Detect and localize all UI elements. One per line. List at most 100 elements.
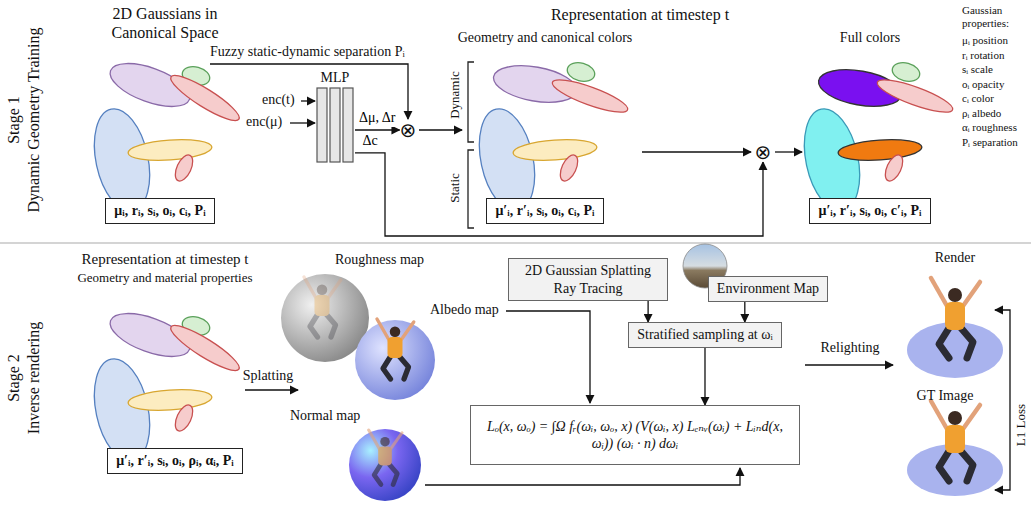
text-label: Fuzzy static-dynamic separation Pᵢ [210,44,405,61]
mlp-layers [315,87,355,163]
text-label: Inverse rendering [24,322,43,434]
static-gaussians [512,137,597,163]
process-box: 2D Gaussian Splatting Ray Tracing [508,258,668,301]
connector [647,301,648,322]
text-label: Full colors [840,30,900,47]
flow-arrow [642,151,751,152]
text-label: αᵢ roughness [962,121,1017,134]
process-box: Environment Map [708,276,828,302]
text-label: Representation at timestep t [551,5,729,24]
dynamic-gaussians [549,74,630,118]
flow-arrow [995,310,1010,490]
full-color-gaussians [882,152,907,183]
dynamic-gaussians [491,60,631,118]
canonical-gaussians [86,55,244,217]
text-label: Roughness map [335,252,424,269]
equation-box: Lₒ(x, ωₒ) = ∫Ω fᵣ(ωᵢ, ωₒ, x) (V(ωᵢ, x) L… [470,405,800,465]
multiply-symbol: ⊗ [755,142,772,162]
roughness-sphere [281,274,369,362]
gt-image [931,401,980,481]
param-box: μᵢ, rᵢ, sᵢ, oᵢ, cᵢ, Pᵢ [105,198,214,224]
text-label: enc(μ) [246,114,282,131]
text-label: μᵢ position [962,34,1008,47]
albedo-sphere [355,320,435,400]
text-label: Gaussian properties: [962,4,1028,30]
text-label: Splatting [243,368,294,385]
text-label: Stage 1 [4,96,23,144]
stage2-gaussians [166,319,243,377]
normal-sphere [349,429,421,501]
node-text: μ′ᵢ, r′ᵢ, sᵢ, oᵢ, c′ᵢ, Pᵢ [818,202,921,220]
normal-sphere [369,430,402,484]
bracket [468,150,474,228]
text-label: Relighting [820,340,879,357]
flow-arrow [775,151,802,152]
render-image [907,278,1003,378]
text-label: Geometry and material properties [77,270,252,286]
canonical-gaussians [166,69,243,127]
mlp-layer [317,88,327,162]
stage-separator [0,242,1031,243]
node-text: μ′ᵢ, r′ᵢ, sᵢ, oᵢ, ρᵢ, αᵢ, Pᵢ [116,452,234,470]
param-box: μ′ᵢ, r′ᵢ, sᵢ, oᵢ, cᵢ, Pᵢ [486,198,603,224]
connector [744,302,745,323]
stage2-gaussians [172,402,197,433]
process-box: Stratified sampling at ωᵢ [628,322,782,348]
bracket [468,62,474,228]
param-box: μ′ᵢ, r′ᵢ, sᵢ, oᵢ, c′ᵢ, Pᵢ [809,198,930,224]
text-label: rᵢ rotation [962,49,1004,62]
roughness-sphere [281,274,369,362]
flow-arrow [210,64,1010,490]
gt-image [907,401,1003,496]
flow-arrow [301,100,315,101]
connector [355,129,400,130]
text-label: Render [935,250,975,267]
text-label: oᵢ opacity [962,78,1004,91]
text-label: Albedo map [430,302,499,319]
bracket [468,62,474,142]
mlp-layer [343,88,353,162]
text-label: Static [447,173,463,203]
flow-arrow [425,468,740,485]
canonical-gaussians [172,152,197,183]
normal-sphere [349,429,421,501]
node-text: 2D Gaussian Splatting Ray Tracing [517,262,659,297]
text-label: ρᵢ albedo [962,107,1001,120]
full-color-gaussians [874,74,955,118]
albedo-sphere [355,319,435,400]
full-color-gaussians [796,60,956,217]
connector [704,348,705,406]
node-text: ⊗ [400,120,417,140]
node-text: Environment Map [717,280,819,298]
text-label: Pᵢ separation [962,136,1018,149]
stage2-gaussians [127,387,212,413]
node-text: Stratified sampling at ωᵢ [637,326,773,344]
render-image [907,322,1003,378]
text-label: GT Image [917,388,974,405]
flow-arrow [506,311,590,403]
text-label: cᵢ color [962,92,994,105]
flow-arrow [245,389,298,390]
node-text: μᵢ, rᵢ, sᵢ, oᵢ, cᵢ, Pᵢ [114,202,205,220]
stage2-gaussians [86,305,244,467]
text-label: Stage 2 [4,354,23,402]
edge-label: Δμ, Δr [357,110,397,127]
flow-arrow [290,122,315,123]
text-label: L1 Loss [1013,404,1029,446]
albedo-sphere [377,319,414,379]
text-label: Dynamic Geometry Training [24,28,43,213]
text-label: sᵢ scale [962,63,993,76]
text-label: enc(t) [262,92,295,109]
text-label: Representation at timestep t [81,250,248,268]
mlp-layer [330,88,340,162]
text-label: 2D Gaussians in Canonical Space [90,4,240,42]
mlp-block: MLP [315,70,355,163]
multiply-symbol: ⊗ [400,120,417,140]
param-box: μ′ᵢ, r′ᵢ, sᵢ, oᵢ, ρᵢ, αᵢ, Pᵢ [107,448,243,474]
node-text: Lₒ(x, ωₒ) = ∫Ω fᵣ(ωᵢ, ωₒ, x) (V(ωᵢ, x) L… [481,418,789,453]
flow-arrow [805,364,893,365]
render-image [931,278,980,358]
canonical-gaussians [127,137,212,163]
node-text: ⊗ [755,142,772,162]
